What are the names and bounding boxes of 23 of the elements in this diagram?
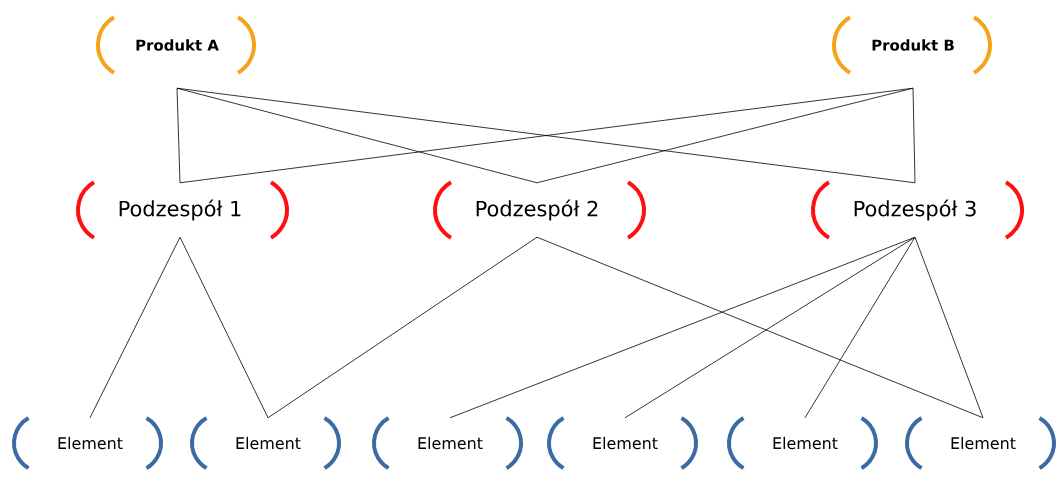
bracket-node: Element <box>190 416 341 470</box>
connector-line <box>449 236 916 419</box>
bracket-node: Podzespół 3 <box>811 180 1024 240</box>
bracket-node: Podzespół 1 <box>76 180 289 240</box>
bracket-node: Element <box>727 416 878 470</box>
connector-line <box>912 87 916 184</box>
connector-line <box>624 236 916 419</box>
bracket-node: Element <box>905 416 1056 470</box>
bracket-node: Produkt B <box>832 15 992 75</box>
bracket-node: Podzespół 2 <box>433 180 646 240</box>
connector-line <box>176 87 538 184</box>
bracket-node: Produkt A <box>96 15 256 75</box>
connector-line <box>176 87 181 184</box>
bracket-node: Element <box>12 416 163 470</box>
connector-line <box>89 236 181 419</box>
connector-line <box>536 236 984 419</box>
connector-line <box>267 236 538 419</box>
connector-line <box>914 236 984 419</box>
connector-line <box>179 236 269 419</box>
connector-line <box>536 87 914 184</box>
bracket-node: Element <box>372 416 523 470</box>
bracket-node: Element <box>547 416 698 470</box>
connector-line <box>804 236 916 419</box>
